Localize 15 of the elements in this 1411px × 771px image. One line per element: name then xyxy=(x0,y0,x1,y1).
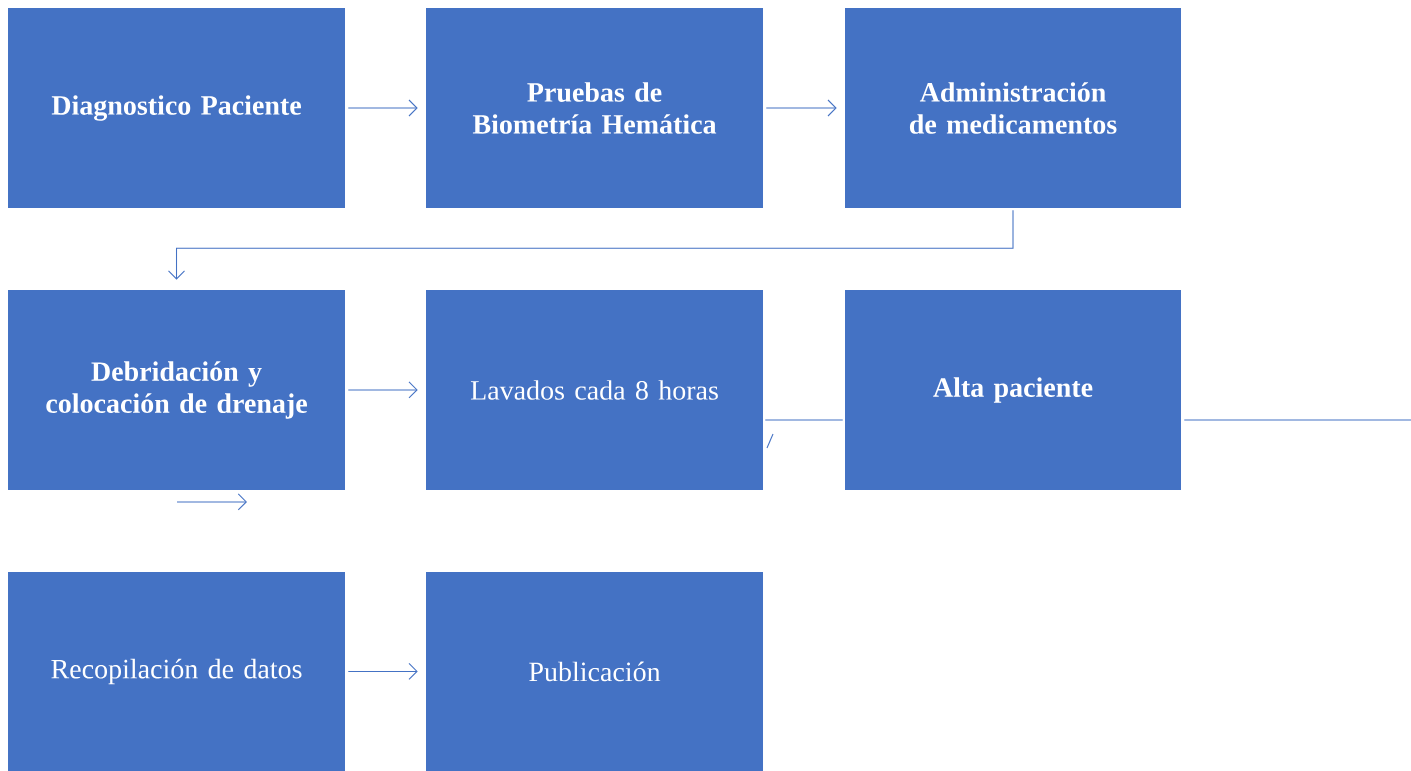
process-box: Lavados cada 8 horas xyxy=(426,290,763,490)
connector xyxy=(347,381,418,399)
connector xyxy=(765,99,837,117)
connector xyxy=(1183,419,1411,421)
process-box: Alta paciente xyxy=(845,290,1181,490)
process-box: Publicación xyxy=(426,572,763,771)
process-box: Recopilación de datos xyxy=(8,572,345,771)
process-box: Debridación y colocación de drenaje xyxy=(8,290,345,490)
process-box: Administración de medicamentos xyxy=(845,8,1181,208)
connector xyxy=(764,419,844,421)
process-box: Pruebas de Biometría Hemática xyxy=(426,8,763,208)
connector xyxy=(347,662,418,681)
connector xyxy=(347,99,418,117)
connector xyxy=(167,209,1014,280)
process-box: Diagnostico Paciente xyxy=(8,8,345,208)
